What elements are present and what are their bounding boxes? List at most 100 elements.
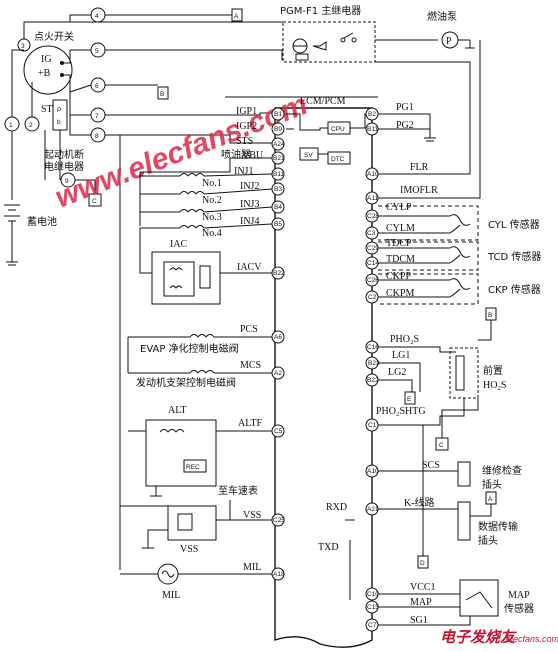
svg-text:B: B [488,312,492,319]
svg-text:A2: A2 [274,370,282,377]
map-sensor-label-1: MAP [508,590,530,601]
k-line-label-prefix: K-线路 [404,496,435,509]
svg-text:B3: B3 [274,186,282,193]
cylm-label: CYLM [386,223,415,234]
svg-text:SV: SV [304,152,313,159]
ckpm-label: CKPM [386,288,414,299]
no4-label: No.4 [202,228,222,239]
pcs-label: PCS [240,324,258,335]
pho2shtg-label: PHO₂SHTG [376,406,426,417]
svg-text:A21: A21 [367,506,379,513]
igp2-label: IGP2 [236,121,257,132]
svg-text:A24: A24 [273,141,285,148]
svg-text:C28: C28 [367,213,379,220]
data-link-label-1: 数据传输 [478,520,518,533]
svg-text:A10: A10 [367,171,379,178]
rxd-label: RXD [326,502,347,513]
svg-text:B4: B4 [274,204,282,211]
svg-text:B9: B9 [274,126,282,133]
watermark: www.elecfans.com [51,88,312,215]
service-check-label-1: 维修检查 [482,464,522,477]
svg-text:B: B [160,91,164,98]
connector-b-left: B [157,86,169,100]
svg-text:C16: C16 [367,344,379,351]
service-check-label-2: 插头 [482,478,502,491]
ecm-left-pins: B1 B9 A24 B21 B11 B3 B4 B5 B22 A6 A2 C5 … [271,107,285,581]
map-label: MAP [410,597,432,608]
fuse-6: 6 [90,77,106,93]
cylp-label: CYLP [386,202,412,213]
flr-label: FLR [410,162,429,173]
svg-text:C14: C14 [367,260,379,267]
iac-label: IAC [170,239,188,250]
svg-text:电子发烧友: 电子发烧友 [440,628,517,646]
svg-text:B22: B22 [367,377,379,384]
iac-valve [139,228,272,305]
ignition-switch-label: 点火开关 [34,30,74,43]
altf-label: ALTF [238,418,263,429]
svg-text:C: C [92,198,97,205]
evap-label: EVAP 净化控制电磁阀 [140,342,239,355]
service-check-connector [378,461,471,487]
svg-text:5: 5 [95,48,99,55]
to-speedo-label: 至车速表 [218,484,258,497]
alt-label: ALT [168,405,187,416]
fuse-5: 5 [90,42,106,58]
ckp-sensor-label: CKP 传感器 [488,283,541,296]
connector-c-left: C [88,193,102,207]
data-link-connector [345,501,492,600]
vss-label: VSS [243,510,261,521]
svg-text:B1: B1 [274,111,282,118]
svg-text:C1: C1 [368,422,377,429]
svg-text:A18: A18 [273,571,285,578]
connector-d: D [417,425,429,569]
svg-text:b: b [57,119,61,126]
starter-relay-label-1: 起动机断 [44,148,84,161]
svg-text:P: P [57,107,61,114]
front-ho2s-label-2: HO₂S [483,380,507,391]
battery-label: 蓄电池 [27,215,57,228]
svg-text:B23: B23 [368,360,380,367]
svg-text:C5: C5 [274,428,283,435]
fuel-pump-motor: P [441,31,475,49]
svg-text:9: 9 [65,178,69,185]
starter-relay: P b [44,99,68,180]
front-ho2s-label-1: 前置 [483,364,503,377]
fuse-8: 8 [90,127,106,143]
sts-label: STS [236,136,253,147]
svg-text:2: 2 [29,122,33,129]
starter-relay-label-2: 电继电器 [44,160,84,173]
cyl-sensor [378,205,479,241]
svg-text:P: P [446,36,452,47]
injector-bank: No.1 No.2 No.3 No.4 [139,172,273,239]
svg-text:REC: REC [186,464,200,471]
svg-text:elecfans.com: elecfans.com [506,634,558,644]
inj1-label: INJ1 [234,166,253,177]
fuel-pump-label: 燃油泵 [427,10,457,23]
lg1-label: LG1 [392,350,410,361]
svg-text:C29: C29 [367,245,379,252]
svg-text:B21: B21 [273,155,285,162]
data-link-label-2: 插头 [478,534,498,547]
svg-text:www.elecfans.com: www.elecfans.com [51,88,312,215]
inj4-label: INJ4 [240,216,259,227]
ecm-outline [225,96,378,648]
mcs-label: MCS [240,360,261,371]
svg-text:C15: C15 [367,604,379,611]
svg-text:CPU: CPU [331,126,345,133]
ignition-switch[interactable]: IG +B [23,45,73,95]
inj3-label: INJ3 [240,199,259,210]
svg-text:E: E [407,396,412,403]
connector-a-right: A [485,491,497,505]
vss-sensor [120,500,272,549]
lg2-label: LG2 [388,367,406,378]
svg-text:1: 1 [9,122,13,129]
main-relay-label: PGM-F1 主继电器 [280,4,361,17]
connector-b-right: B [485,307,497,321]
svg-text:B11: B11 [273,171,284,178]
svg-text:C25: C25 [273,517,285,524]
ckp-sensor [378,273,479,305]
alternator: REC [128,419,272,497]
connector-c-right: C [435,437,449,451]
map-sensor-label-2: 传感器 [504,602,534,615]
